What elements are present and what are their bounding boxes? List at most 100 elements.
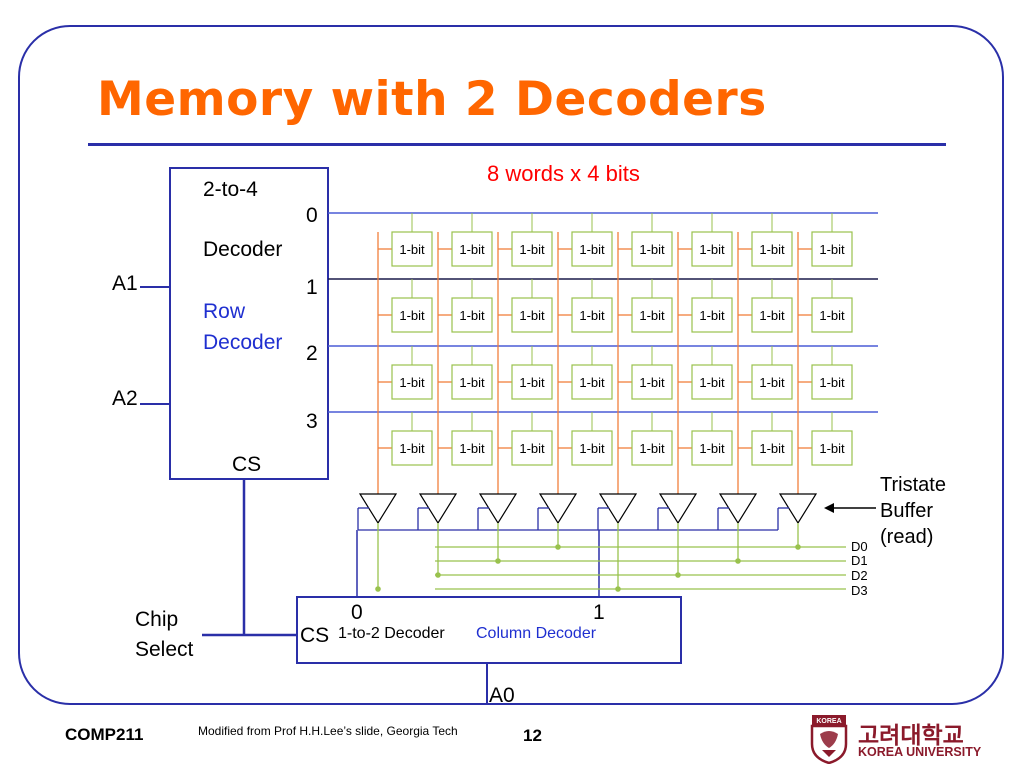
memory-cell-label: 1-bit <box>579 375 605 390</box>
buffer-label-2: Buffer <box>880 500 933 522</box>
memory-cell <box>571 364 613 400</box>
memory-cell <box>811 231 853 267</box>
memory-cell <box>391 231 433 267</box>
memory-cell <box>691 231 733 267</box>
junction-dot <box>495 558 501 564</box>
memory-cell-label: 1-bit <box>759 375 785 390</box>
row-decoder-word: Decoder <box>203 238 283 261</box>
logo-korean-text: 고려대학교 <box>858 723 964 749</box>
emblem-icon: KOREA <box>810 715 848 764</box>
memory-cell <box>631 231 673 267</box>
data-line-d2: D2 <box>851 568 868 583</box>
memory-cell-label: 1-bit <box>459 375 485 390</box>
memory-cell <box>451 364 493 400</box>
data-line-d3: D3 <box>851 583 868 598</box>
junction-dot <box>675 572 681 578</box>
row-decoder-cs: CS <box>232 453 262 476</box>
row-output-0: 0 <box>306 204 318 227</box>
memory-cell-label: 1-bit <box>579 441 605 456</box>
data-line-d1: D1 <box>851 553 868 568</box>
memory-cell <box>451 430 493 466</box>
memory-cell <box>691 364 733 400</box>
memory-cell-label: 1-bit <box>519 308 545 323</box>
memory-cell-label: 1-bit <box>819 308 845 323</box>
memory-cell <box>511 231 553 267</box>
buffer-label-1: Tristate <box>880 474 946 496</box>
memory-cell <box>391 430 433 466</box>
row-output-1: 1 <box>306 276 318 299</box>
memory-cell <box>751 297 793 333</box>
memory-cell <box>391 297 433 333</box>
memory-cell-label: 1-bit <box>819 441 845 456</box>
memory-cell-label: 1-bit <box>399 242 425 257</box>
memory-cell <box>631 364 673 400</box>
memory-cell <box>691 430 733 466</box>
input-a1: A1 <box>112 272 138 295</box>
row-decoder-name-2: Decoder <box>203 331 283 354</box>
memory-cell-label: 1-bit <box>699 375 725 390</box>
buffer-label-3: (read) <box>880 526 934 548</box>
memory-cell-label: 1-bit <box>399 441 425 456</box>
slide-title: Memory with 2 Decoders <box>97 72 767 127</box>
memory-cell-label: 1-bit <box>639 308 665 323</box>
emblem-label: KOREA <box>816 718 841 725</box>
memory-cell <box>571 231 613 267</box>
memory-cell-label: 1-bit <box>519 441 545 456</box>
buffer-arrow-head <box>824 503 834 513</box>
memory-cell-label: 1-bit <box>399 375 425 390</box>
memory-cell-label: 1-bit <box>819 375 845 390</box>
memory-cell-label: 1-bit <box>759 308 785 323</box>
data-line-d0: D0 <box>851 539 868 554</box>
memory-cell <box>751 430 793 466</box>
memory-cell-label: 1-bit <box>699 242 725 257</box>
memory-cell <box>571 297 613 333</box>
row-decoder-box <box>169 167 329 480</box>
input-a2: A2 <box>112 387 138 410</box>
column-decoder-type: 1-to-2 Decoder <box>338 625 445 642</box>
row-output-3: 3 <box>306 410 318 433</box>
memory-cell-label: 1-bit <box>639 242 665 257</box>
memory-cell <box>751 231 793 267</box>
memory-cell <box>631 297 673 333</box>
junction-dot <box>735 558 741 564</box>
memory-cell-label: 1-bit <box>519 242 545 257</box>
column-decoder-cs: CS <box>300 624 330 647</box>
memory-cell-label: 1-bit <box>519 375 545 390</box>
memory-cell <box>751 364 793 400</box>
memory-cell <box>511 364 553 400</box>
column-decoder-box <box>296 596 682 664</box>
memory-cell-label: 1-bit <box>399 308 425 323</box>
memory-cell-label: 1-bit <box>699 308 725 323</box>
memory-cell <box>451 297 493 333</box>
input-a0: A0 <box>489 684 515 707</box>
memory-cell <box>691 297 733 333</box>
memory-cell <box>571 430 613 466</box>
footer-course: COMP211 <box>65 725 144 744</box>
memory-cell-label: 1-bit <box>759 441 785 456</box>
memory-cell <box>811 297 853 333</box>
memory-cell-label: 1-bit <box>759 242 785 257</box>
page-number: 12 <box>523 726 542 745</box>
memory-cell-label: 1-bit <box>639 441 665 456</box>
junction-dot <box>795 544 801 550</box>
memory-cell-label: 1-bit <box>819 242 845 257</box>
memory-cell <box>391 364 433 400</box>
memory-cell-label: 1-bit <box>459 308 485 323</box>
memory-cell <box>511 430 553 466</box>
university-logo: KOREA 고려대학교 KOREA UNIVERSITY <box>808 714 984 764</box>
junction-dot <box>555 544 561 550</box>
memory-cell-label: 1-bit <box>459 441 485 456</box>
column-output-0: 0 <box>351 601 363 624</box>
memory-cell-label: 1-bit <box>639 375 665 390</box>
logo-english-text: KOREA UNIVERSITY <box>858 745 982 759</box>
memory-cell <box>631 430 673 466</box>
memory-cell-label: 1-bit <box>579 242 605 257</box>
row-decoder-name-1: Row <box>203 300 246 323</box>
row-decoder-type: 2-to-4 <box>203 178 258 201</box>
slide-frame <box>18 25 1004 705</box>
junction-dot <box>435 572 441 578</box>
memory-cell-label: 1-bit <box>459 242 485 257</box>
column-output-1: 1 <box>593 601 605 624</box>
memory-cell <box>811 364 853 400</box>
